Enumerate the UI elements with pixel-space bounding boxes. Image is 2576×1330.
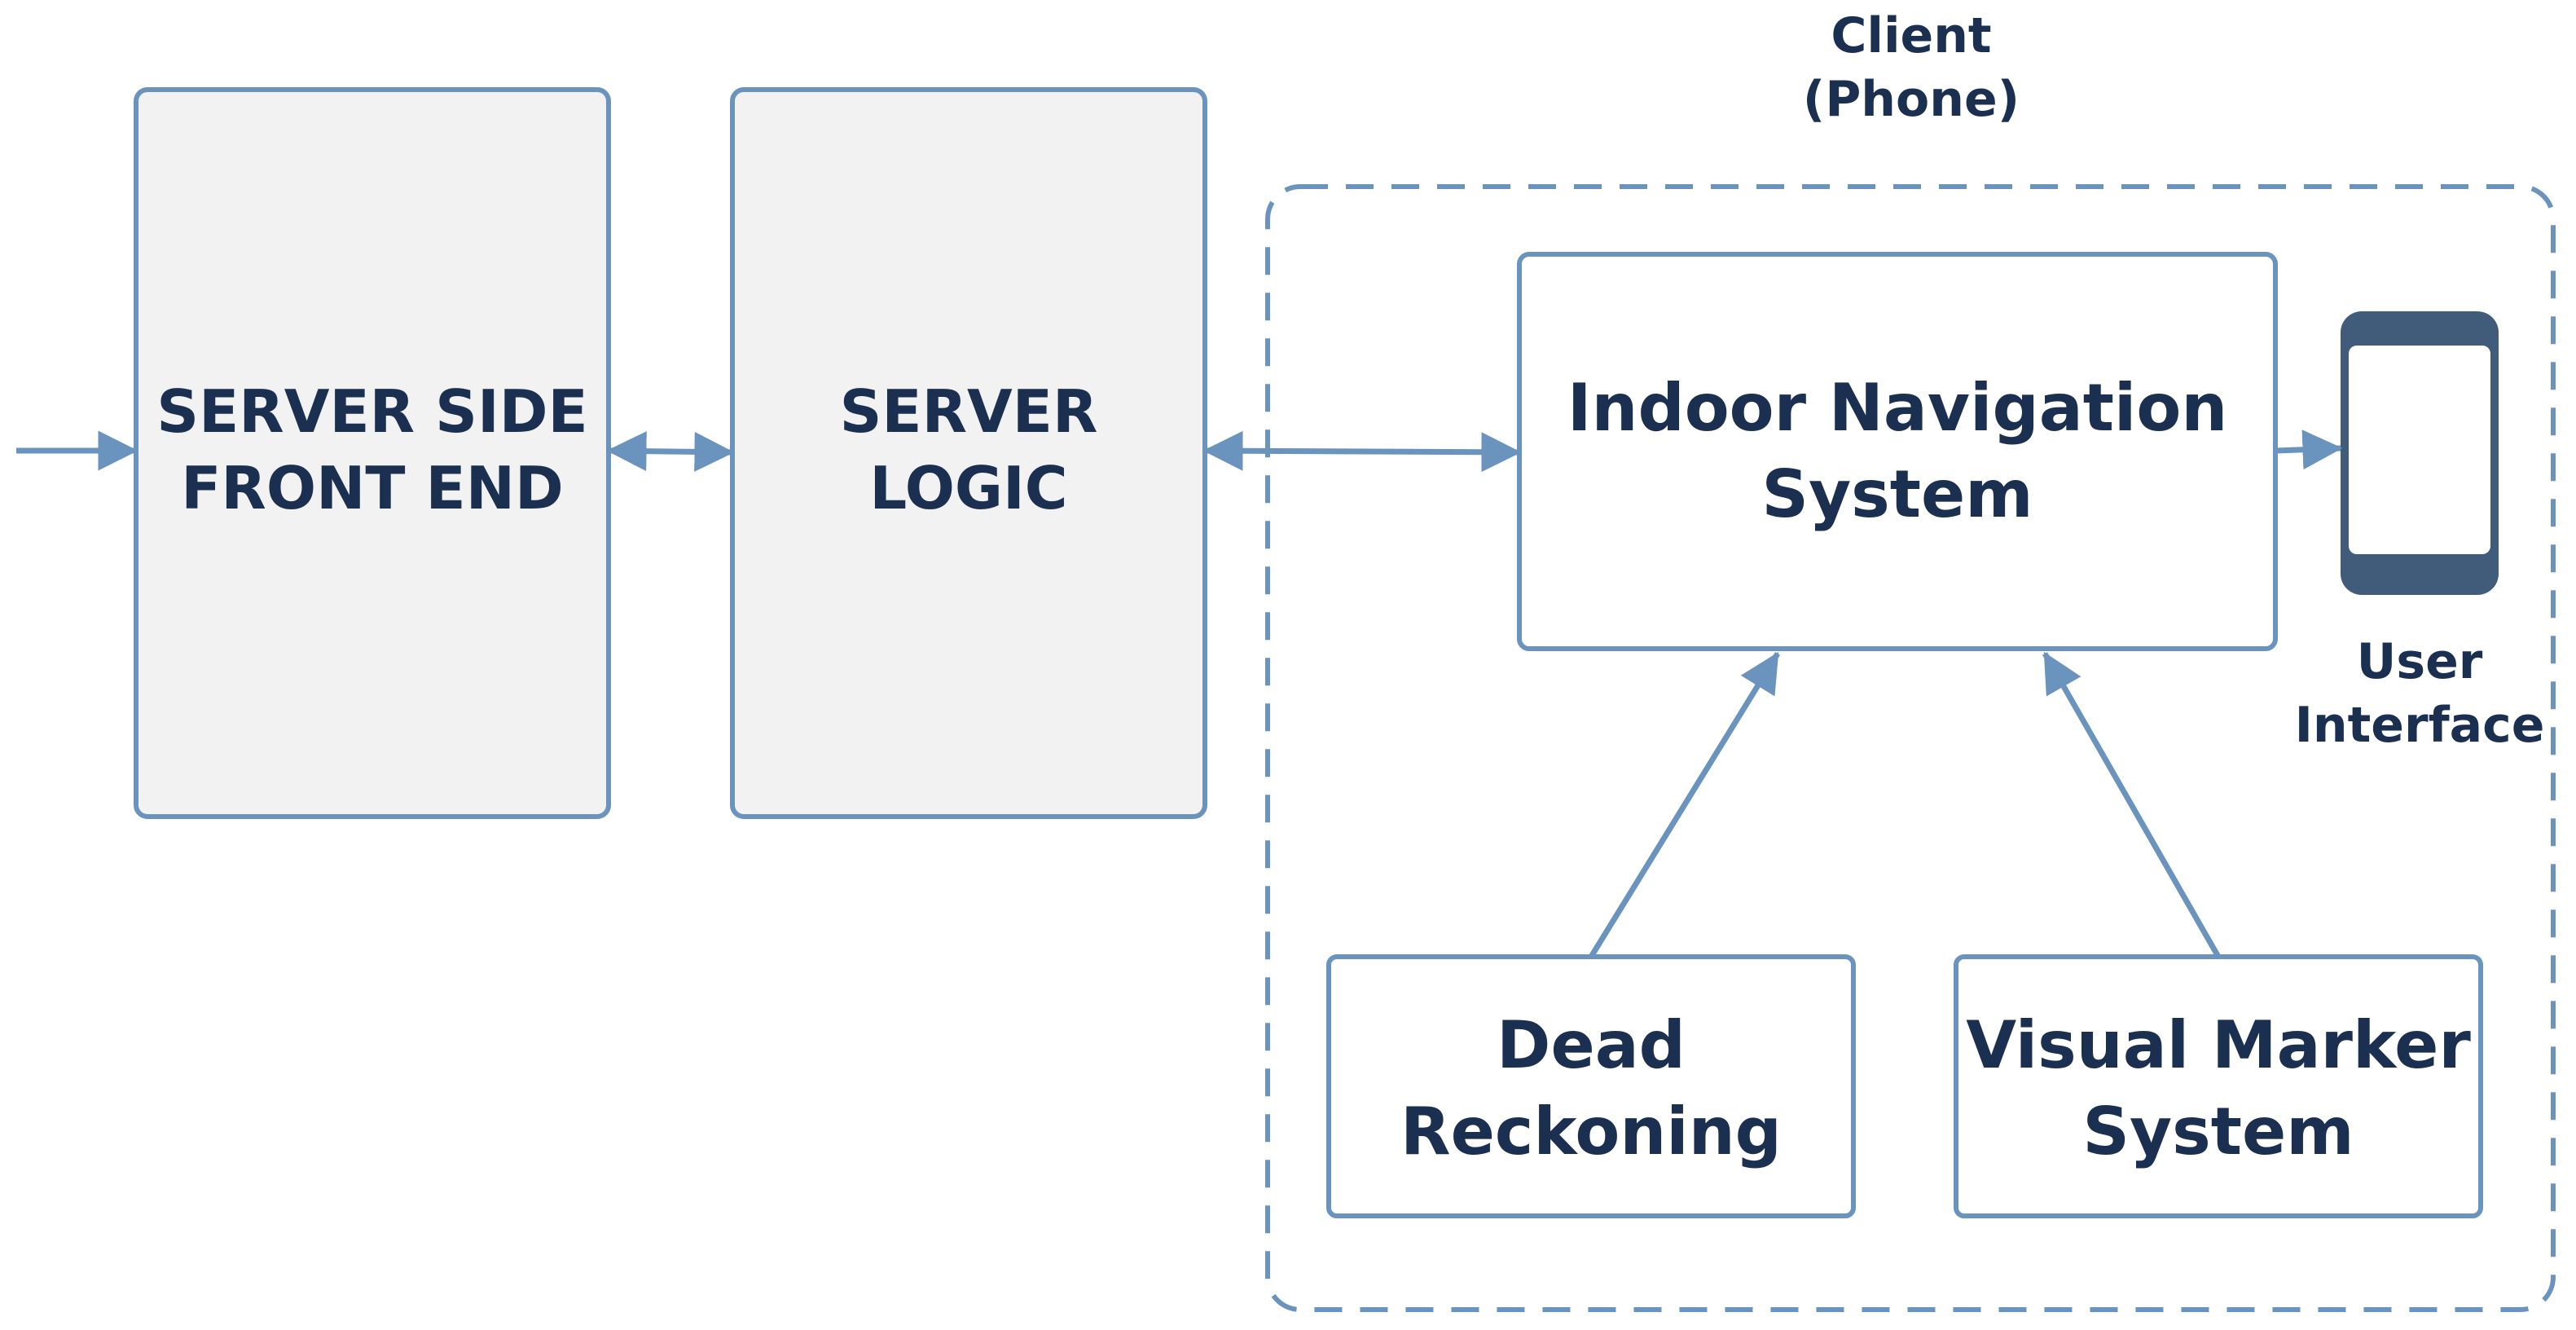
dead-reckoning-to-navigation-arrow [1589, 651, 1780, 958]
client-sublabel: (Phone) [1803, 71, 2020, 128]
user-interface-sublabel: Interface [2295, 697, 2545, 754]
logic-client-arrow [1202, 430, 1522, 473]
phone-screen [2349, 346, 2490, 554]
dead-reckoning-title-line1: Dead [1497, 1007, 1686, 1083]
visual-marker-title-line1: Visual Marker [1966, 1007, 2471, 1083]
client-boundary [1265, 184, 2556, 1312]
frontend-logic-arrow [606, 431, 735, 472]
server-logic-frame [730, 87, 1207, 819]
server-front-end-frame [134, 87, 611, 819]
user-interface-label: User [2357, 633, 2483, 690]
server-logic-box: SERVER LOGIC [730, 87, 1207, 819]
smartphone-icon [2341, 311, 2499, 595]
visual-marker-title-line2: System [2082, 1094, 2354, 1169]
dead-reckoning-box: Dead Reckoning [1326, 954, 1856, 1218]
indoor-navigation-frame [1517, 252, 2278, 651]
visual-marker-frame [1954, 954, 2483, 1218]
dead-reckoning-title-line2: Reckoning [1400, 1094, 1782, 1169]
server-logic-title-line2: LOGIC [869, 454, 1067, 522]
client-label: Client [1831, 7, 1991, 64]
indoor-navigation-title-line1: Indoor Navigation [1567, 370, 2228, 446]
server-front-end-title-line2: FRONT END [181, 454, 563, 522]
indoor-navigation-box: Indoor Navigation System [1517, 252, 2278, 651]
dead-reckoning-frame [1326, 954, 1856, 1218]
navigation-to-ui-arrow [2275, 429, 2343, 470]
server-front-end-title-line1: SERVER SIDE [156, 377, 588, 446]
server-logic-title-line1: SERVER [840, 377, 1098, 446]
visual-marker-box: Visual Marker System [1954, 954, 2483, 1218]
indoor-navigation-title-line2: System [1761, 456, 2033, 532]
server-front-end-box: SERVER SIDE FRONT END [134, 87, 611, 819]
visual-marker-to-navigation-arrow [2042, 651, 2222, 958]
